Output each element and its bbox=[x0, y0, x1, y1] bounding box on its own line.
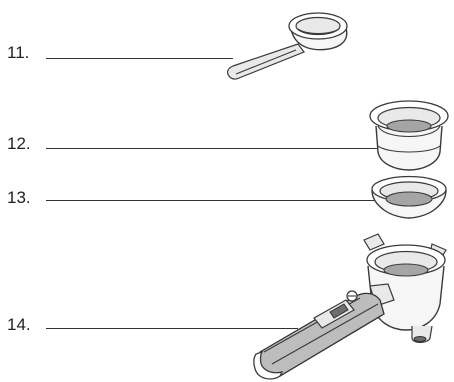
leader-line-14 bbox=[46, 328, 298, 329]
callout-label-13: 13. bbox=[7, 188, 31, 207]
leader-line-13 bbox=[46, 200, 403, 201]
callout-label-11: 11. bbox=[7, 43, 30, 62]
leader-line-12 bbox=[46, 148, 390, 149]
callout-label-12: 12. bbox=[7, 134, 31, 153]
double-filter-icon bbox=[371, 175, 447, 219]
callout-label-14: 14. bbox=[7, 315, 31, 334]
filter-holder-icon bbox=[253, 233, 447, 380]
single-filter-icon bbox=[369, 100, 449, 171]
leader-line-11 bbox=[46, 58, 233, 59]
measuring-scoop-icon bbox=[227, 12, 348, 80]
